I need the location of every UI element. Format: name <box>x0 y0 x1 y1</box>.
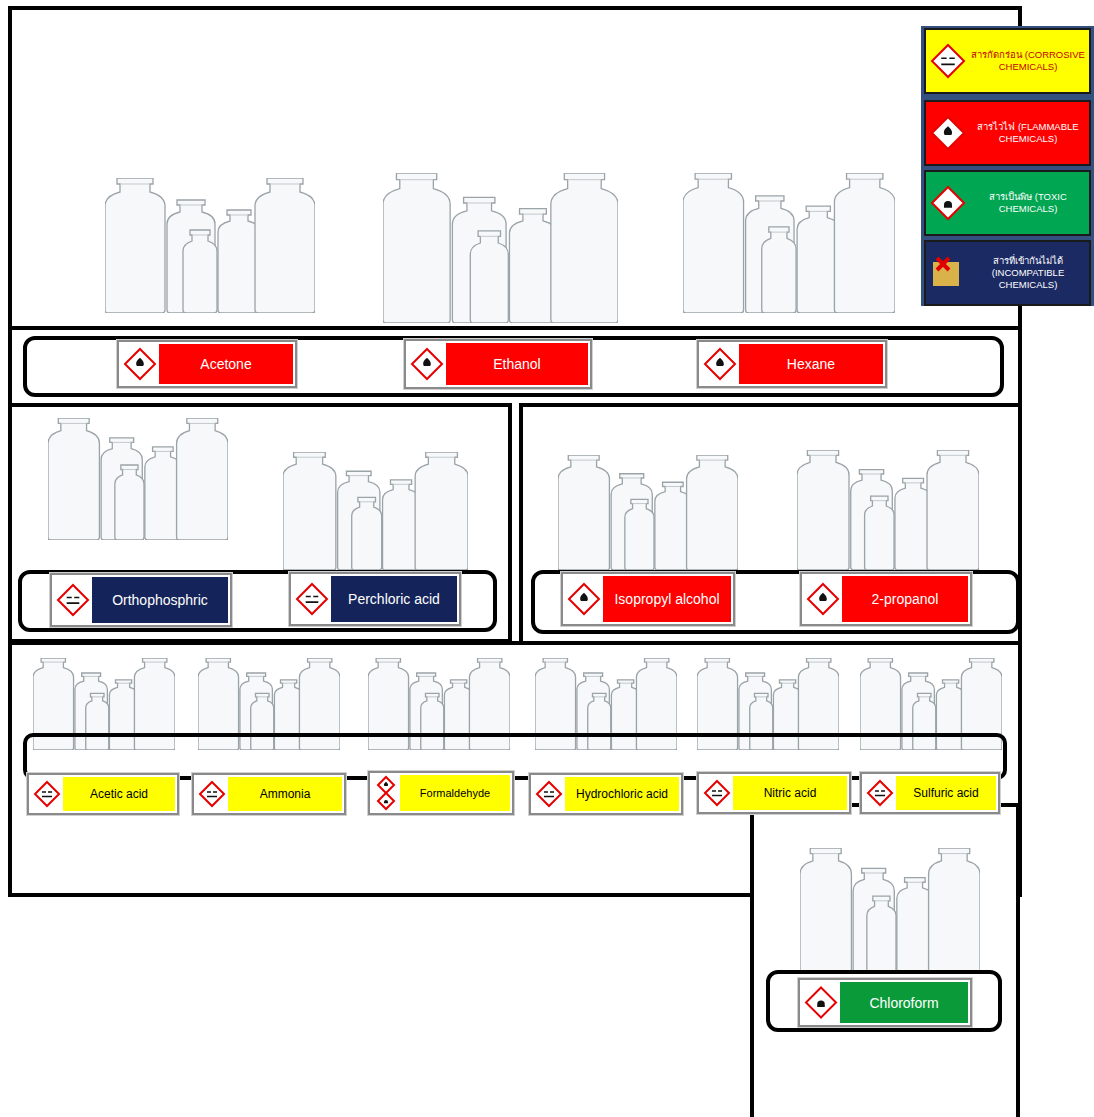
chemical-label: Acetic acid <box>27 773 179 815</box>
chemical-label: Acetone <box>117 340 297 388</box>
chemical-name: Chloroform <box>869 995 938 1011</box>
hazard-icon <box>804 982 838 1023</box>
legend-text-box: สารเป็นพิษ (TOXIC CHEMICALS) <box>970 172 1086 234</box>
chemical-label: Formaldehyde <box>368 771 514 815</box>
chemical-name: Formaldehyde <box>420 787 490 799</box>
hazard-icon <box>535 777 563 811</box>
legend-swatch: สารกัดกร่อน (CORROSIVE CHEMICALS) <box>924 28 1091 94</box>
chemical-name: Hexane <box>787 356 835 372</box>
chemical-name: Sulfuric acid <box>913 786 978 800</box>
chemical-label: Sulfuric acid <box>860 772 1000 814</box>
chemical-name: Ammonia <box>260 787 311 801</box>
chemical-name: Perchloric acid <box>348 591 440 607</box>
label-color-band: Ammonia <box>228 777 342 811</box>
hazard-icon <box>567 576 601 622</box>
label-color-band: Acetone <box>159 344 293 384</box>
label-color-band: Hexane <box>739 344 883 384</box>
hazard-icon <box>33 777 61 811</box>
chemical-label: Perchloric acid <box>289 572 461 626</box>
legend-text: สารเป็นพิษ (TOXIC CHEMICALS) <box>970 191 1086 215</box>
label-color-band: Orthophosphric <box>92 577 228 623</box>
label-color-band: Chloroform <box>840 982 968 1023</box>
hazard-icon <box>374 775 398 811</box>
chemical-name: Hydrochloric acid <box>576 787 668 801</box>
label-color-band: Isopropyl alcohol <box>603 576 731 622</box>
hazard-icon <box>295 576 329 622</box>
chemical-label: Isopropyl alcohol <box>561 572 735 626</box>
legend-panel: สารกัดกร่อน (CORROSIVE CHEMICALS) สารไวไฟ… <box>921 26 1094 306</box>
chemical-label: Chloroform <box>798 978 972 1027</box>
hazard-icon <box>56 577 90 623</box>
hazard-icon <box>123 344 157 384</box>
chemical-name: Orthophosphric <box>112 592 208 608</box>
hazard-icon <box>198 777 226 811</box>
label-color-band: Perchloric acid <box>331 576 457 622</box>
label-color-band: 2-propanol <box>842 576 968 622</box>
label-color-band: Acetic acid <box>63 777 175 811</box>
legend-text: สารที่เข้ากันไม่ได้ (INCOMPATIBLE CHEMIC… <box>970 255 1086 291</box>
chemical-label: Ammonia <box>192 773 346 815</box>
legend-icon <box>929 42 967 80</box>
chemical-name: Acetone <box>200 356 251 372</box>
legend-text-box: สารกัดกร่อน (CORROSIVE CHEMICALS) <box>970 30 1086 92</box>
chemical-label: 2-propanol <box>800 572 972 626</box>
label-color-band: Formaldehyde <box>400 775 510 811</box>
chemical-name: Ethanol <box>493 356 540 372</box>
chemical-label: Ethanol <box>404 339 592 389</box>
label-color-band: Nitric acid <box>733 776 847 810</box>
hazard-icon <box>806 576 840 622</box>
legend-text: สารไวไฟ (FLAMMABLE CHEMICALS) <box>970 121 1086 145</box>
legend-text-box: สารไวไฟ (FLAMMABLE CHEMICALS) <box>970 102 1086 164</box>
label-color-band: Ethanol <box>446 343 588 385</box>
chemical-name: Isopropyl alcohol <box>614 591 719 607</box>
legend-swatch: สารที่เข้ากันไม่ได้ (INCOMPATIBLE CHEMIC… <box>924 240 1091 306</box>
chemical-name: Nitric acid <box>764 786 817 800</box>
chemical-name: 2-propanol <box>872 591 939 607</box>
chemical-label: Hexane <box>697 340 887 388</box>
legend-swatch: สารไวไฟ (FLAMMABLE CHEMICALS) <box>924 100 1091 166</box>
chemical-label: Nitric acid <box>697 772 851 814</box>
hazard-icon <box>866 776 894 810</box>
hazard-icon <box>410 343 444 385</box>
chemical-name: Acetic acid <box>90 787 148 801</box>
chemical-label: Orthophosphric <box>50 573 232 627</box>
chemical-label: Hydrochloric acid <box>529 773 683 815</box>
hazard-icon <box>703 344 737 384</box>
legend-icon <box>929 254 967 292</box>
legend-icon <box>929 184 967 222</box>
legend-icon <box>929 114 967 152</box>
label-color-band: Sulfuric acid <box>896 776 996 810</box>
legend-text-box: สารที่เข้ากันไม่ได้ (INCOMPATIBLE CHEMIC… <box>970 242 1086 304</box>
label-color-band: Hydrochloric acid <box>565 777 679 811</box>
legend-text: สารกัดกร่อน (CORROSIVE CHEMICALS) <box>970 49 1086 73</box>
legend-swatch: สารเป็นพิษ (TOXIC CHEMICALS) <box>924 170 1091 236</box>
hazard-icon <box>703 776 731 810</box>
